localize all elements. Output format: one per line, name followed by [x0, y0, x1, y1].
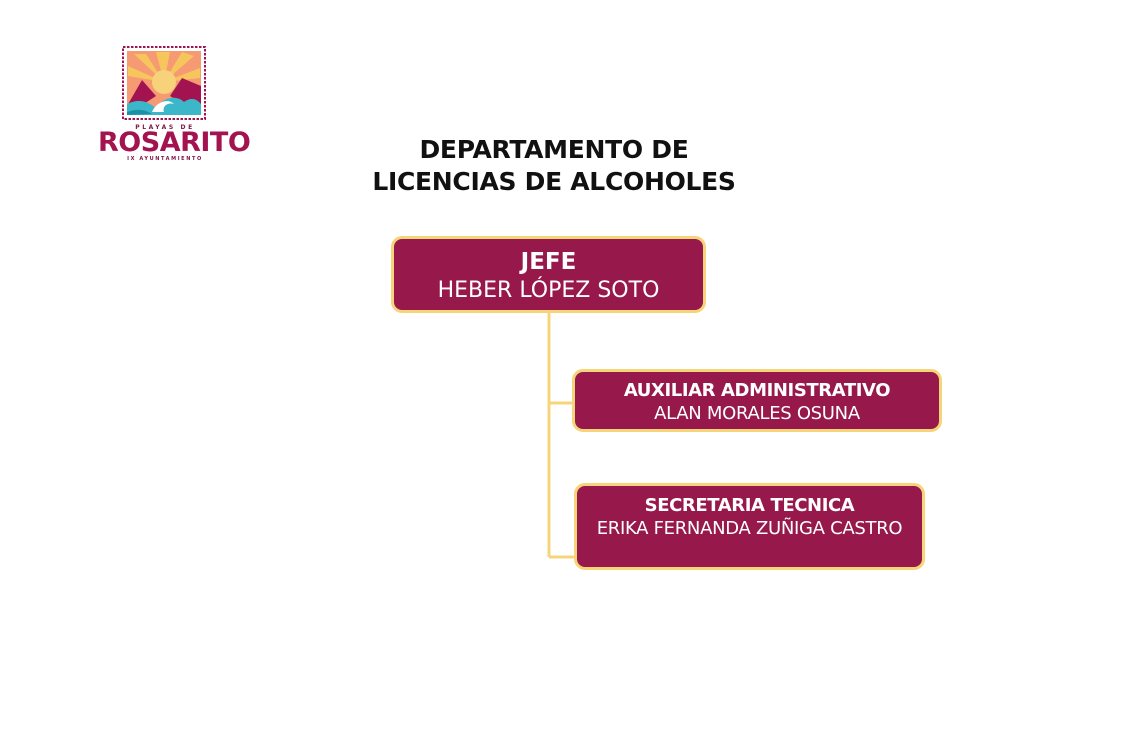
page-title-line-1: DEPARTAMENTO DE — [419, 135, 689, 164]
logo-bottom-text: IX AYUNTAMIENTO — [127, 156, 203, 162]
node-role: SECRETARIA TECNICA — [644, 495, 855, 516]
node-role: JEFE — [520, 249, 577, 275]
org-node-secretaria-tecnica: SECRETARIA TECNICA ERIKA FERNANDA ZUÑIGA… — [574, 483, 925, 570]
rosarito-emblem-icon — [122, 46, 206, 120]
org-node-auxiliar-administrativo: AUXILIAR ADMINISTRATIVO ALAN MORALES OSU… — [572, 369, 942, 432]
node-person: ALAN MORALES OSUNA — [654, 403, 860, 424]
page-title-line-2: LICENCIAS DE ALCOHOLES — [372, 167, 736, 196]
org-node-jefe: JEFE HEBER LÓPEZ SOTO — [391, 236, 706, 313]
node-person: ERIKA FERNANDA ZUÑIGA CASTRO — [596, 518, 903, 539]
logo-name: ROSARITO — [98, 127, 251, 158]
node-role: AUXILIAR ADMINISTRATIVO — [623, 380, 891, 401]
logo-top-text: PLAYAS DE — [135, 124, 195, 131]
rosarito-logo: PLAYAS DE ROSARITO IX AYUNTAMIENTO — [98, 46, 251, 164]
node-person: HEBER LÓPEZ SOTO — [437, 278, 660, 303]
page-title: DEPARTAMENTO DE LICENCIAS DE ALCOHOLES — [354, 134, 754, 198]
